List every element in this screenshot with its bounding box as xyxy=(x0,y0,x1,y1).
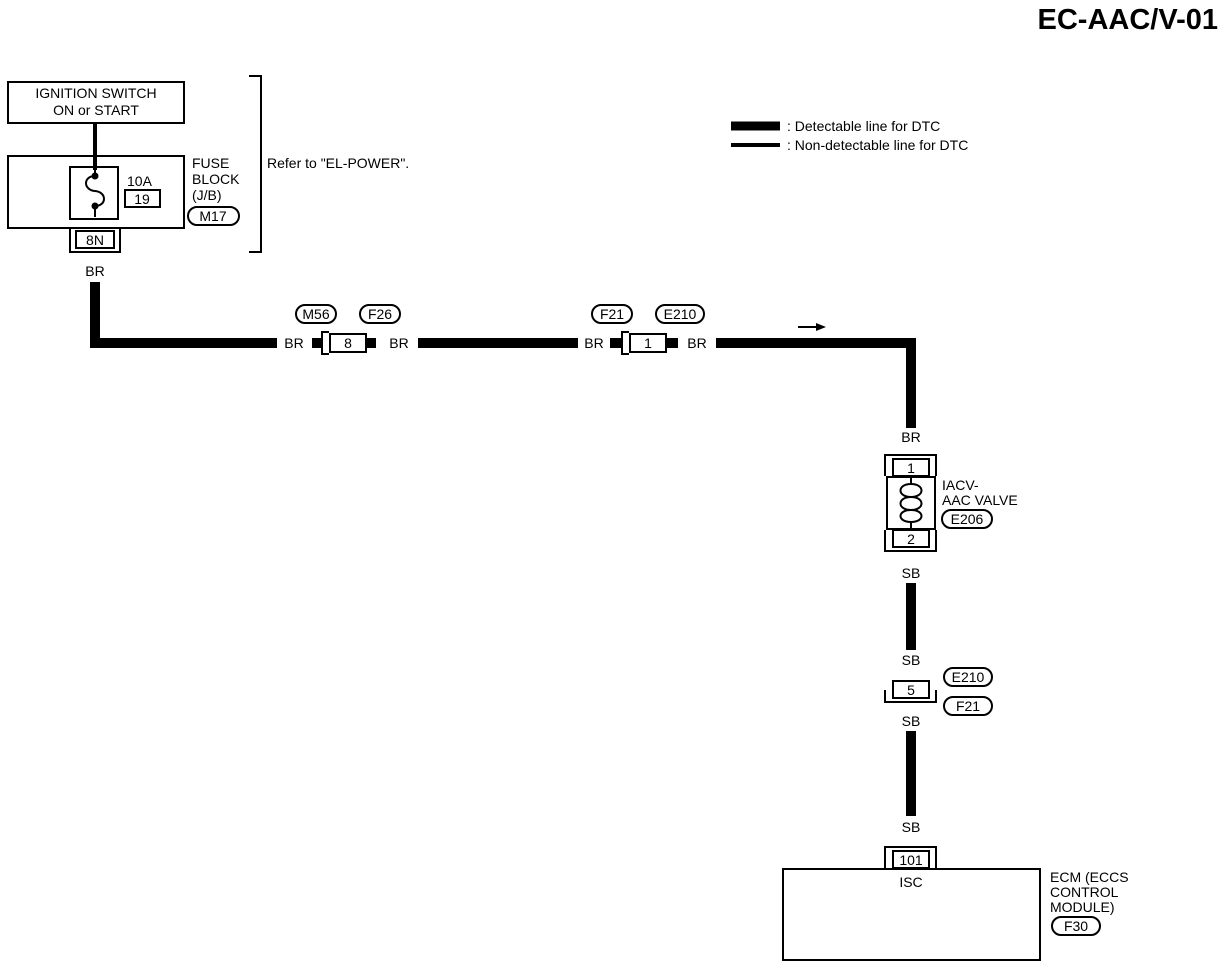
wire-color-sb-ecm: SB xyxy=(902,819,921,835)
wire-br-to-valve xyxy=(716,338,916,428)
junction-m56-pin: 8 xyxy=(344,335,352,351)
junction-e210-tag-2: E210 xyxy=(952,669,985,685)
fuse-block-connector-tag: M17 xyxy=(199,208,226,224)
arrow-right-icon xyxy=(798,323,826,331)
junction-f21-tag: F21 xyxy=(600,306,624,322)
ecm-label-line1: ECM (ECCS xyxy=(1050,869,1129,885)
ignition-switch: IGNITION SWITCH ON or START xyxy=(7,81,185,124)
ignition-switch-line2: ON or START xyxy=(53,102,139,118)
valve-label-line2: AAC VALVE xyxy=(942,492,1018,508)
ecm-label-line2: CONTROL xyxy=(1050,884,1119,900)
wire-color-sb-valve: SB xyxy=(902,565,921,581)
junction-m56-f26: M56 F26 8 xyxy=(295,304,401,355)
refer-text: Refer to "EL-POWER". xyxy=(267,155,409,171)
junction-f21-pin: 1 xyxy=(644,335,652,351)
valve-pin-top: 1 xyxy=(907,460,915,476)
junction-e210-f21-pin: 5 xyxy=(907,682,915,698)
fuse-number: 19 xyxy=(134,191,150,207)
wire-br-fuse-m56 xyxy=(90,282,277,348)
legend: : Detectable line for DTC : Non-detectab… xyxy=(731,118,968,153)
junction-f21-tag-2: F21 xyxy=(956,698,980,714)
wire-color-sb-e210-top: SB xyxy=(902,652,921,668)
junction-f21-e210: F21 E210 1 xyxy=(591,304,705,355)
wire-color-br-fuse: BR xyxy=(85,263,104,279)
page-title: EC-AAC/V-01 xyxy=(1038,4,1219,36)
ecm-pin: 101 xyxy=(899,852,923,868)
wire-color-br-f21-right: BR xyxy=(687,335,706,351)
legend-detectable-text: : Detectable line for DTC xyxy=(787,118,940,134)
fuse-housing xyxy=(69,166,119,220)
fuse-block-line3: (J/B) xyxy=(192,187,222,203)
refer-bracket xyxy=(249,75,262,253)
wire-color-br-valve: BR xyxy=(901,429,920,445)
wire-color-br-f21-left: BR xyxy=(584,335,603,351)
ecm-module: 101 ISC ECM (ECCS CONTROL MODULE) F30 xyxy=(782,846,1129,961)
junction-e210-tag: E210 xyxy=(664,306,697,322)
ecm-connector-tag: F30 xyxy=(1064,918,1088,934)
fuse-terminal-label: 8N xyxy=(86,232,104,248)
junction-m56-tag: M56 xyxy=(302,306,329,322)
valve-label-line1: IACV- xyxy=(942,477,979,493)
valve-connector-tag: E206 xyxy=(951,511,984,527)
fuse-block-line2: BLOCK xyxy=(192,171,240,187)
fuse-block-line1: FUSE xyxy=(192,155,229,171)
wire-color-sb-e210-bottom: SB xyxy=(902,713,921,729)
ignition-switch-line1: IGNITION SWITCH xyxy=(35,85,156,101)
wire-color-br-m56-left: BR xyxy=(284,335,303,351)
valve-pin-bottom: 2 xyxy=(907,531,915,547)
fuse-icon xyxy=(85,168,105,217)
ecm-label-line3: MODULE) xyxy=(1050,899,1115,915)
fuse-block: 10A 19 FUSE BLOCK (J/B) M17 8N xyxy=(7,155,240,253)
valve-coil-icon xyxy=(899,478,912,528)
fuse-rating: 10A xyxy=(127,173,153,189)
junction-e210-f21: 5 E210 F21 xyxy=(884,667,993,716)
ecm-terminal-label: ISC xyxy=(899,874,922,890)
junction-f26-tag: F26 xyxy=(368,306,392,322)
wire-color-br-m56-right: BR xyxy=(389,335,408,351)
iacv-aac-valve: 1 2 IACV- AAC VALVE E206 xyxy=(884,454,1018,552)
legend-non-detectable-text: : Non-detectable line for DTC xyxy=(787,137,968,153)
